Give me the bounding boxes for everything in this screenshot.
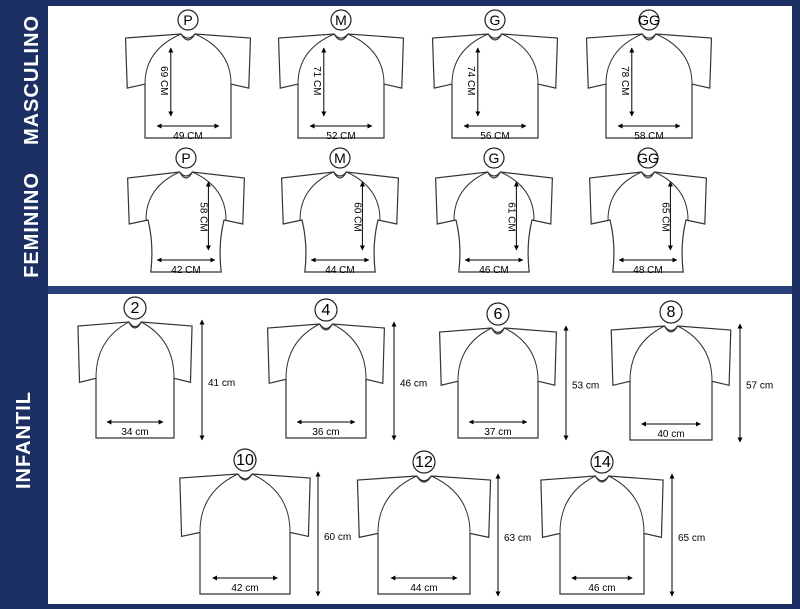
height-label: 65 cm: [678, 533, 705, 544]
infantil-shirt-12: 12 44 cm 63 cm: [356, 450, 531, 597]
width-label: 48 CM: [633, 265, 662, 276]
size-label: 10: [236, 452, 254, 469]
feminino-shirt-GG: GG 48 CM 65 CM: [588, 147, 708, 276]
size-label: P: [181, 150, 190, 166]
size-label: 4: [322, 302, 331, 319]
width-label: 34 cm: [121, 427, 148, 438]
size-label: M: [334, 150, 346, 166]
shirt-outline: [356, 475, 492, 595]
size-badge: [638, 9, 660, 31]
height-label: 53 cm: [572, 381, 599, 392]
size-badge: [637, 147, 659, 169]
masculino-shirt-M: M 52 CM 71 CM: [277, 9, 405, 142]
width-label: 56 CM: [480, 131, 509, 142]
masculino-shirt-G: G 56 CM 74 CM: [431, 9, 559, 142]
infantil-shirt-8: 8 40 cm 57 cm: [610, 300, 773, 443]
size-label: 12: [415, 454, 433, 471]
shirt-outline: [126, 171, 246, 273]
infantil-shirt-6: 6 37 cm 53 cm: [438, 302, 599, 441]
size-badge: [484, 9, 506, 31]
size-badge: [590, 450, 614, 474]
width-label: 44 cm: [410, 583, 437, 594]
width-label: 58 CM: [634, 131, 663, 142]
shirt-outline: [280, 171, 400, 273]
height-label: 60 CM: [351, 202, 362, 231]
width-label: 36 cm: [312, 427, 339, 438]
infantil-shirt-10: 10 42 cm 60 cm: [179, 448, 351, 597]
height-label: 78 CM: [619, 66, 630, 95]
width-label: 37 cm: [484, 427, 511, 438]
height-label: 41 cm: [208, 378, 235, 389]
feminino-shirt-M: M 44 CM 60 CM: [280, 147, 400, 276]
height-label: 69 CM: [158, 66, 169, 95]
panel-divider: [48, 286, 792, 294]
size-badge: [314, 298, 338, 322]
size-badge: [233, 448, 257, 472]
infantil-shirt-2: 2 34 cm 41 cm: [77, 296, 235, 441]
shirt-outline: [588, 171, 708, 273]
width-label: 42 cm: [231, 583, 258, 594]
width-label: 52 CM: [326, 131, 355, 142]
height-label: 65 CM: [659, 202, 670, 231]
shirt-outline: [434, 171, 554, 273]
size-label: 6: [494, 306, 503, 323]
width-label: 49 CM: [173, 131, 202, 142]
size-label: GG: [637, 150, 659, 166]
size-badge: [659, 300, 683, 324]
size-badge: [123, 296, 147, 320]
width-label: 40 cm: [657, 429, 684, 440]
infantil-shirt-4: 4 36 cm 46 cm: [266, 298, 427, 441]
masculino-shirt-P: P 49 CM 69 CM: [124, 9, 252, 142]
size-label: M: [335, 12, 347, 28]
height-label: 58 CM: [197, 202, 208, 231]
size-badge: [483, 147, 505, 169]
width-label: 44 CM: [325, 265, 354, 276]
size-badge: [175, 147, 197, 169]
size-badge: [329, 147, 351, 169]
size-label: 2: [131, 300, 140, 317]
section-label-masculino: MASCULINO: [21, 15, 43, 145]
width-label: 46 CM: [479, 265, 508, 276]
feminino-shirt-P: P 42 CM 58 CM: [126, 147, 246, 276]
section-label-infantil: INFANTIL: [13, 391, 35, 489]
section-label-feminino: FEMININO: [21, 172, 43, 278]
height-label: 60 cm: [324, 532, 351, 543]
height-label: 46 cm: [400, 379, 427, 390]
size-label: G: [489, 150, 500, 166]
infantil-shirt-14: 14 46 cm 65 cm: [540, 450, 705, 597]
size-badge: [486, 302, 510, 326]
size-label: 8: [667, 304, 676, 321]
width-label: 46 cm: [588, 583, 615, 594]
width-label: 42 CM: [171, 265, 200, 276]
size-label: 14: [593, 454, 611, 471]
size-badge: [412, 450, 436, 474]
height-label: 63 cm: [504, 533, 531, 544]
height-label: 71 CM: [311, 66, 322, 95]
size-badge: [177, 9, 199, 31]
masculino-shirt-GG: GG 58 CM 78 CM: [585, 9, 713, 142]
height-label: 61 CM: [505, 202, 516, 231]
size-badge: [330, 9, 352, 31]
height-label: 57 cm: [746, 381, 773, 392]
height-label: 74 CM: [465, 66, 476, 95]
shirt-diagrams: P 49 CM 69 CM M 52 CM 71 CM G 56 CM 74 CM GG 58 CM…: [77, 9, 773, 597]
feminino-shirt-G: G 46 CM 61 CM: [434, 147, 554, 276]
size-label: G: [490, 12, 501, 28]
size-label: P: [183, 12, 192, 28]
size-label: GG: [638, 12, 660, 28]
